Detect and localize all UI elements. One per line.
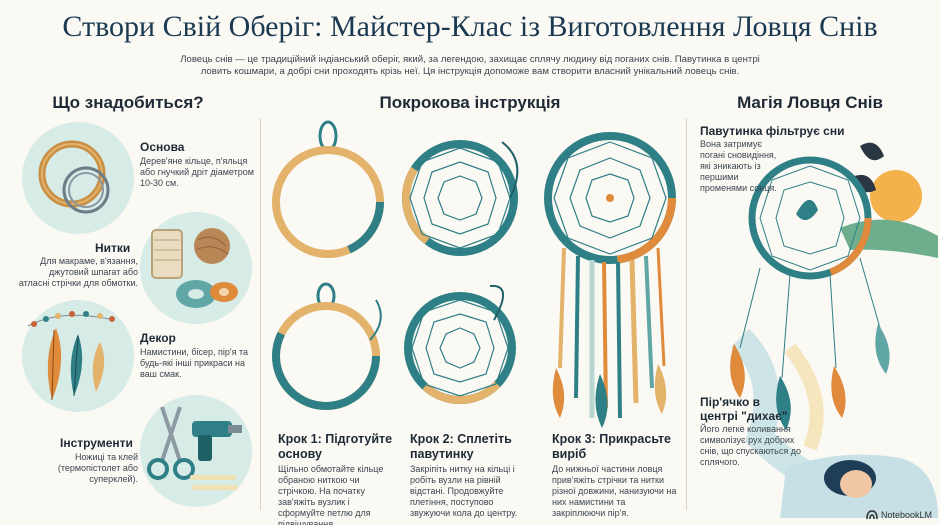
wrapped-hoop-icon bbox=[272, 120, 384, 258]
materials-heading: Що знадобиться? bbox=[52, 93, 204, 112]
dreamcatcher-illustration bbox=[730, 142, 938, 518]
column-divider bbox=[686, 118, 687, 510]
magic-web-title: Павутинка фільтрує сни bbox=[700, 124, 845, 138]
material-name-threads: Нитки bbox=[95, 241, 131, 255]
feather-beads-icon bbox=[27, 311, 115, 401]
notebooklm-badge: NotebookLM bbox=[866, 510, 932, 520]
step-2-title: Крок 2: Сплетіть павутинку bbox=[410, 432, 512, 461]
wrapping-hoop-icon bbox=[272, 282, 382, 410]
magic-heading: Магія Ловця Снів bbox=[737, 93, 883, 112]
web-weaving-icon bbox=[402, 140, 519, 256]
step-3-desc: До нижньої частини ловця прив'яжіть стрі… bbox=[552, 464, 677, 518]
notebooklm-logo-icon bbox=[866, 510, 878, 520]
material-desc-decor: Намистини, бісер, пір'я та будь-які інші… bbox=[140, 347, 249, 379]
material-desc-base: Дерев'яне кільце, п'яльця або гнучкий др… bbox=[140, 156, 254, 188]
steps-heading: Покрокова інструкція bbox=[379, 93, 561, 112]
material-desc-tools: Ножиці та клей (термопістолет або суперк… bbox=[57, 452, 138, 484]
intro-text: Ловець снів — це традиційний індіанський… bbox=[180, 54, 760, 77]
step-3-title: Крок 3: Прикрасьте виріб bbox=[552, 432, 671, 461]
hoop-icon bbox=[38, 140, 110, 214]
thread-spool-icon bbox=[151, 228, 238, 308]
step-1-title: Крок 1: Підготуйте основу bbox=[278, 432, 393, 461]
material-name-base: Основа bbox=[140, 140, 185, 154]
web-weaving-icon bbox=[404, 284, 516, 404]
page-title: Створи Свій Оберіг: Майстер-Клас із Виго… bbox=[62, 10, 878, 43]
finished-dreamcatcher-icon bbox=[544, 132, 676, 428]
step-1-desc: Щільно обмотайте кільце обраною ниткою ч… bbox=[278, 464, 384, 525]
material-name-decor: Декор bbox=[140, 331, 176, 345]
magic-web-desc: Вона затримує погані сновидіння, які зни… bbox=[700, 139, 777, 193]
material-desc-threads: Для макраме, в'язання, джутовий шпагат а… bbox=[18, 256, 138, 288]
column-divider bbox=[260, 118, 261, 510]
magic-feather-desc: Його легке коливання символізує рух добр… bbox=[700, 424, 801, 467]
step-2-desc: Закріпіть нитку на кільці і робіть вузли… bbox=[410, 464, 518, 518]
magic-feather-title: Пір'ячко в центрі "дихає" bbox=[700, 395, 788, 423]
scissors-glue-gun-icon bbox=[147, 406, 242, 490]
material-name-tools: Інструменти bbox=[60, 436, 133, 450]
badge-label: NotebookLM bbox=[880, 510, 932, 520]
